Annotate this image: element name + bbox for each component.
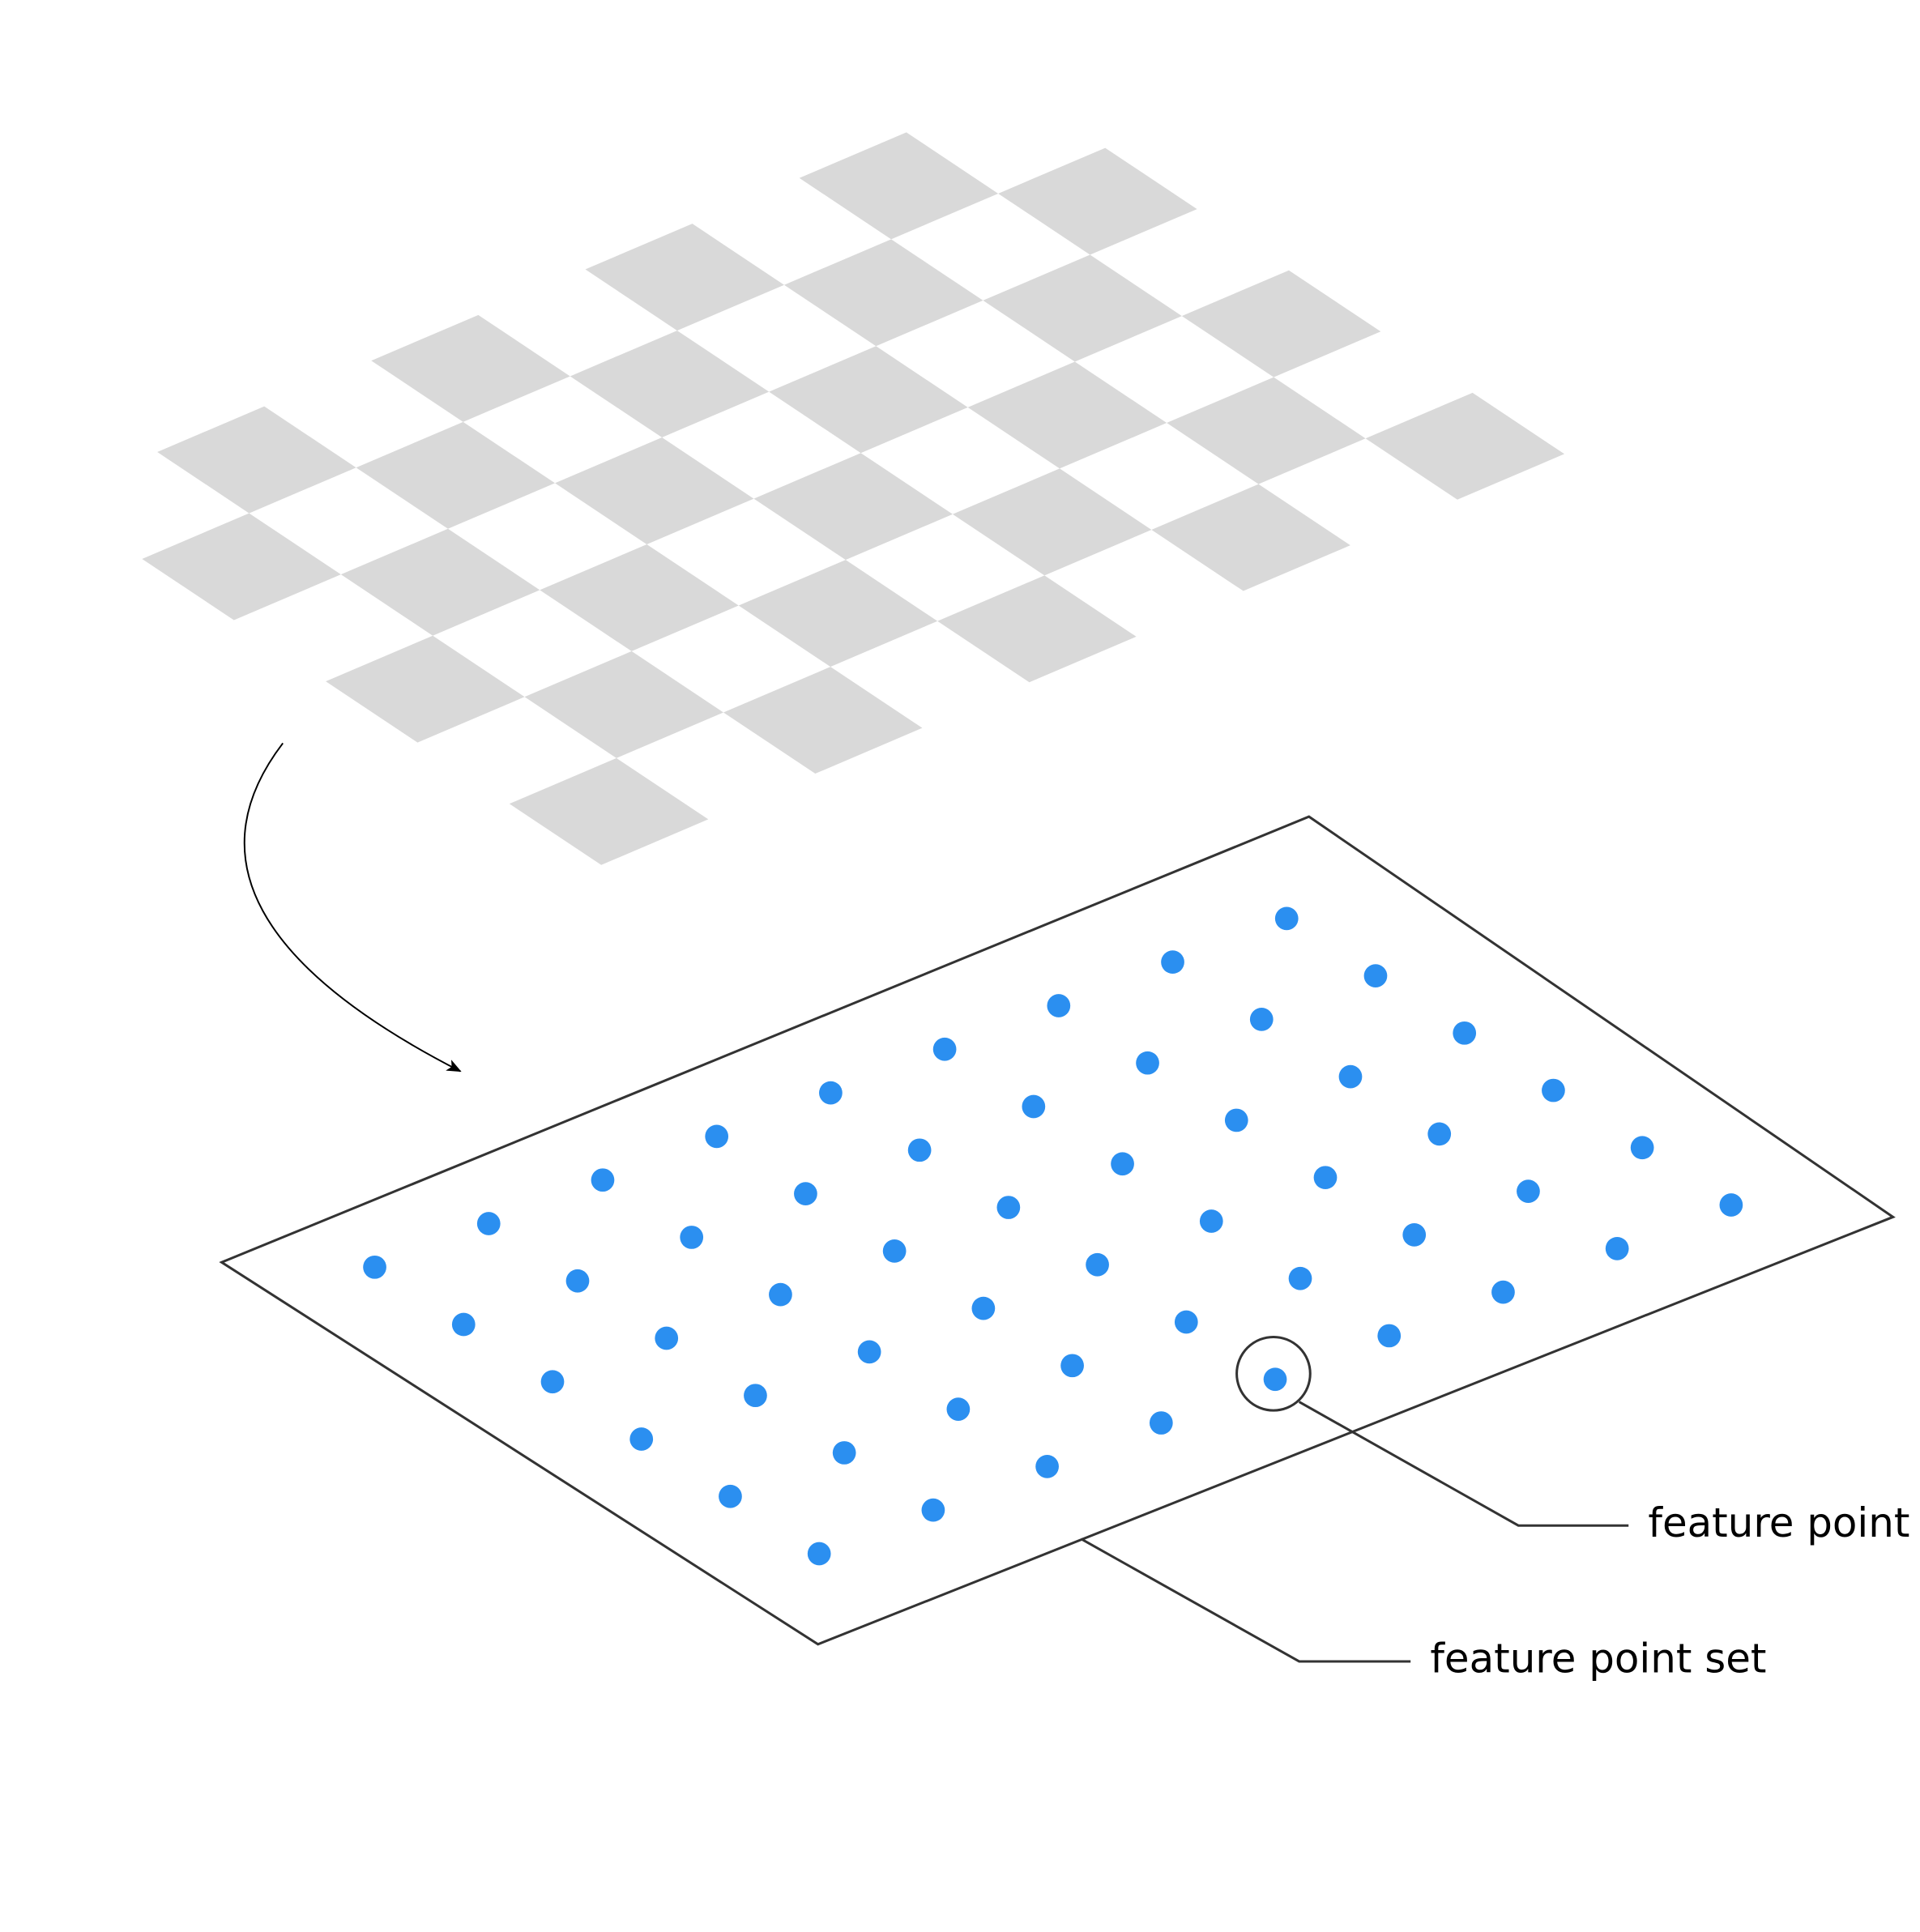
feature-point-dot: [769, 1282, 792, 1307]
checker-square: [1151, 484, 1350, 591]
feature-point-dot: [1035, 1455, 1059, 1478]
checker-square: [937, 575, 1137, 683]
checker-square: [769, 346, 968, 454]
feature-point-dot: [1149, 1411, 1173, 1435]
checker-square: [142, 513, 341, 621]
checker-square: [799, 132, 999, 240]
feature-point-dot: [1249, 1008, 1274, 1031]
feature-point-dot: [996, 1196, 1021, 1219]
feature-point-dot: [1161, 950, 1184, 975]
checker-square: [157, 406, 356, 514]
feature-point-dot: [705, 1124, 729, 1149]
feature-point-dot: [1630, 1136, 1654, 1160]
feature-point-dot: [1338, 1064, 1363, 1089]
checker-square: [1181, 270, 1381, 377]
feature-point-dot: [565, 1269, 590, 1293]
feature-point-dot: [476, 1212, 501, 1235]
feature-point-dot: [744, 1384, 767, 1408]
feature-point-dot: [1427, 1122, 1452, 1146]
feature-point-dot: [1542, 1078, 1565, 1102]
checker-square: [356, 421, 556, 529]
feature-point-dot: [1377, 1324, 1402, 1348]
feature-point-dot: [1719, 1193, 1743, 1217]
feature-point-set: [363, 906, 1743, 1566]
checker-square: [1167, 377, 1366, 484]
feature-point-dot: [1263, 1367, 1287, 1392]
checker-square: [753, 453, 953, 561]
feature-point-dot: [807, 1542, 831, 1566]
feature-point-label: feature point: [1648, 1499, 1909, 1546]
feature-point-dot: [932, 1037, 957, 1061]
feature-point-dot: [629, 1427, 654, 1451]
checker-square: [952, 468, 1152, 576]
feature-point-dot: [857, 1340, 881, 1364]
feature-point-dot: [1136, 1051, 1159, 1075]
feature-point-dot: [1491, 1280, 1515, 1304]
feature-point-dot: [819, 1081, 843, 1105]
checker-square: [585, 224, 784, 331]
feature-point-dot: [1047, 994, 1071, 1017]
feature-plane: [219, 815, 1896, 1646]
checker-square: [509, 757, 709, 865]
checker-square: [371, 314, 570, 422]
feature-point-dot: [719, 1484, 742, 1508]
feature-point-leader-line: [1298, 1401, 1629, 1527]
checker-square: [983, 254, 1182, 362]
feature-point-dot: [451, 1312, 476, 1337]
feature-point-dot: [1453, 1021, 1477, 1045]
feature-point-dot: [1174, 1310, 1198, 1334]
feature-point-dot: [1060, 1354, 1084, 1378]
checker-square: [723, 667, 923, 774]
feature-point-dot: [946, 1397, 971, 1421]
checker-square: [1365, 392, 1565, 500]
checkerboard-pattern: [142, 132, 1565, 865]
checker-square: [540, 544, 739, 651]
feature-point-dot: [1111, 1152, 1134, 1176]
feature-point-dot: [921, 1498, 945, 1522]
checker-square: [783, 239, 983, 347]
feature-point-dot: [1363, 964, 1388, 987]
feature-point-dot: [363, 1255, 386, 1279]
feature-point-dot: [907, 1138, 932, 1162]
feature-point-set-label: feature point set: [1430, 1636, 1766, 1683]
feature-point-dot: [1402, 1223, 1427, 1247]
checker-square: [967, 361, 1167, 469]
checker-square: [998, 147, 1197, 255]
feature-point-dot: [1022, 1094, 1046, 1119]
checker-square: [326, 635, 525, 743]
feature-point-dot: [540, 1370, 565, 1394]
feature-point-dot: [1224, 1108, 1248, 1132]
feature-point-dot: [794, 1182, 817, 1205]
feature-point-dot: [1605, 1236, 1629, 1260]
feature-point-dot: [1313, 1166, 1338, 1190]
feature-point-dot: [1199, 1209, 1223, 1233]
checker-square: [738, 560, 938, 667]
checker-square: [555, 437, 754, 544]
feature-point-dot: [971, 1296, 996, 1320]
feature-point-highlight-circle: [1235, 1335, 1312, 1412]
checker-square: [340, 528, 540, 636]
feature-point-set-leader-line: [1080, 1537, 1411, 1663]
feature-point-dot: [1517, 1179, 1540, 1203]
feature-point-dot: [1086, 1252, 1109, 1277]
feature-point-dot: [832, 1441, 856, 1465]
checker-square: [524, 650, 723, 758]
checker-square: [570, 331, 770, 438]
feature-point-dot: [591, 1168, 615, 1192]
feature-point-dot: [882, 1239, 907, 1263]
transform-arrow: [243, 742, 462, 1073]
feature-point-dot: [1274, 906, 1299, 931]
feature-point-dot: [1288, 1266, 1312, 1290]
feature-point-dot: [680, 1226, 704, 1249]
feature-point-dot: [655, 1326, 679, 1350]
